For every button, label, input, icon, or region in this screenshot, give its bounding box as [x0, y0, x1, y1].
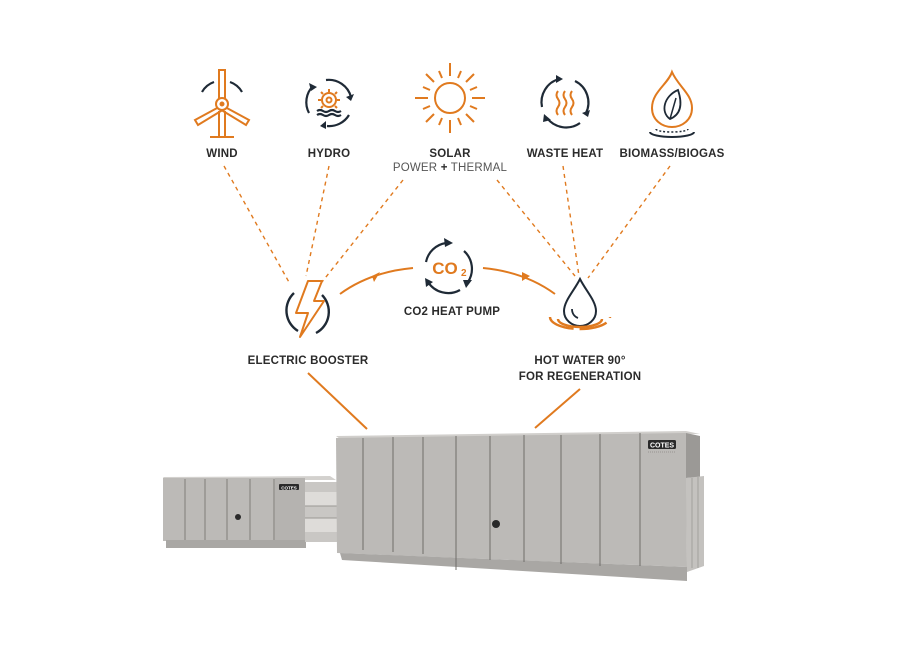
connector-biomass-hotwater [587, 165, 671, 279]
small-unit-brand: COTES [281, 486, 297, 491]
arrowhead-1 [372, 272, 380, 282]
arrow-heads [372, 272, 530, 282]
large-unit-handle [492, 520, 500, 528]
node-label-electric-booster: ELECTRIC BOOSTER [248, 355, 369, 367]
small-unit-base [166, 540, 306, 548]
sublabel-power: POWER [393, 162, 437, 174]
large-unit-logo [648, 440, 676, 449]
lightning-icon [285, 280, 330, 338]
large-unit-panel-lines [362, 433, 641, 570]
arrow-booster-to-heatpump [339, 267, 414, 295]
flame-leaf-icon [649, 69, 695, 138]
arrowhead-2 [522, 272, 530, 281]
node-label-heat-pump: CO2 HEAT PUMP [404, 306, 500, 318]
sublabel-thermal: THERMAL [451, 162, 508, 174]
small-unit-body [163, 478, 275, 541]
wind-turbine-icon [193, 69, 251, 138]
hydro-icon [305, 78, 354, 129]
large-unit-base [340, 553, 687, 581]
water-drop-icon [548, 276, 612, 331]
large-unit-side-vents [686, 476, 704, 572]
source-sublabel-solar: POWER + THERMAL [393, 162, 508, 174]
large-unit-front [336, 433, 687, 567]
source-label-waste-heat: WASTE HEAT [527, 148, 604, 160]
connector-wind-booster [223, 165, 291, 285]
machine-connectors [307, 372, 581, 430]
node-label-hot-water-line1: HOT WATER 90° [534, 355, 626, 367]
connector-booster-machine [307, 372, 368, 430]
sublabel-plus: + [441, 162, 448, 174]
connector-hotwater-machine [534, 388, 581, 429]
co2-subscript: 2 [461, 268, 467, 279]
dashed-connections [223, 165, 671, 285]
connector-solar-booster [321, 179, 404, 283]
sun-icon [415, 63, 485, 133]
large-unit-brand: COTES [650, 443, 674, 450]
waste-heat-icon [540, 75, 590, 129]
duct-connector [305, 482, 337, 542]
co2-cycle-icon: CO 2 [424, 238, 474, 295]
source-label-solar: SOLAR [429, 148, 471, 160]
arrow-heatpump-to-hotwater [482, 267, 556, 295]
small-unit-logo [279, 484, 299, 490]
connector-hydro-booster [305, 165, 330, 277]
connector-wasteheat-hotwater [562, 165, 580, 277]
connector-solar-hotwater [496, 179, 576, 277]
source-label-wind: WIND [206, 148, 237, 160]
large-dehumidifier-unit: COTES [336, 431, 704, 581]
source-label-biomass: BIOMASS/BIOGAS [619, 148, 724, 160]
source-label-hydro: HYDRO [308, 148, 351, 160]
co2-text: CO [432, 259, 458, 278]
small-unit-handle [235, 514, 241, 520]
node-label-hot-water-line2: FOR REGENERATION [519, 371, 641, 383]
small-dehumidifier-unit: COTES [163, 476, 337, 548]
large-unit-side-dark [686, 433, 700, 478]
